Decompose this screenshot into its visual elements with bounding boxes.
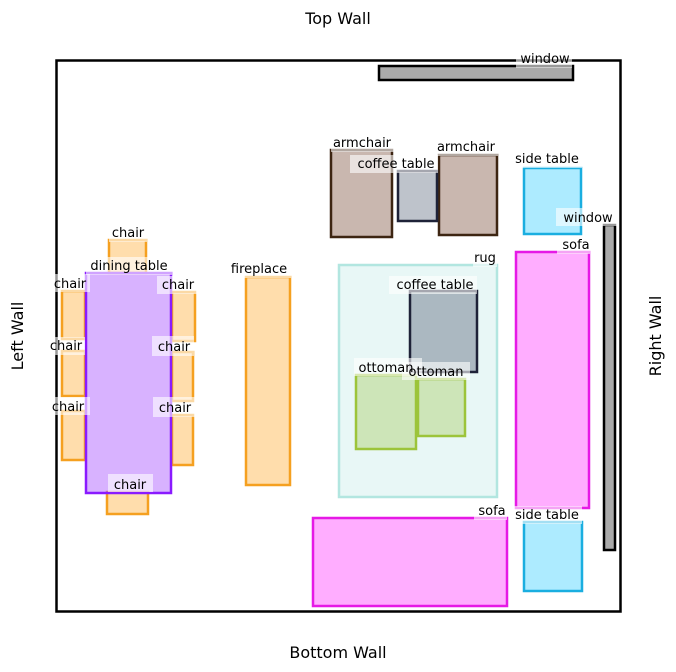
ottoman-left xyxy=(354,373,418,451)
ottoman-right xyxy=(416,377,467,438)
label-bg xyxy=(331,134,394,152)
top-wall-label: Top Wall xyxy=(304,9,371,28)
chair-right-2-label: chair xyxy=(158,340,191,355)
label-bg xyxy=(157,276,199,294)
armchair-left-label: armchair xyxy=(333,136,392,151)
chair-right-1 xyxy=(170,290,197,343)
label-bg xyxy=(52,274,90,292)
chair-right-3 xyxy=(170,413,195,467)
window-top xyxy=(377,64,575,82)
bottom-wall-label: Bottom Wall xyxy=(289,643,386,662)
label-bg xyxy=(402,362,470,380)
label-bg xyxy=(473,249,497,267)
ottoman-right-label: ottoman xyxy=(409,365,464,380)
chair-left-1-label: chair xyxy=(54,277,87,292)
armchair-right xyxy=(437,153,499,237)
label-bg xyxy=(350,155,438,173)
fireplace-label: fireplace xyxy=(231,262,287,277)
label-bg xyxy=(108,474,153,492)
sofa-right-label: sofa xyxy=(562,238,589,253)
coffee-table-rug-label: coffee table xyxy=(396,278,473,293)
label-bg xyxy=(153,397,195,417)
label-bg xyxy=(474,502,507,520)
side-table-bottom xyxy=(522,520,584,593)
side-table-bottom-label: side table xyxy=(515,508,579,523)
chair-left-3 xyxy=(60,409,87,462)
rug-label: rug xyxy=(474,251,496,266)
armchair-right-label: armchair xyxy=(437,140,496,155)
label-bg xyxy=(512,506,582,524)
label-bg xyxy=(556,208,617,226)
chair-left-2 xyxy=(60,349,87,398)
sofa-right xyxy=(514,250,591,510)
chair-bottom-label: chair xyxy=(114,478,147,493)
side-table-top-label: side table xyxy=(515,152,579,167)
chair-top-label: chair xyxy=(112,226,145,241)
label-bg xyxy=(512,150,582,168)
left-wall-label: Left Wall xyxy=(8,302,27,371)
window-right-label: window xyxy=(563,211,613,226)
chair-right-3-label: chair xyxy=(159,401,192,416)
label-bg xyxy=(557,236,590,254)
label-bg xyxy=(109,224,147,242)
label-bg xyxy=(228,260,291,278)
coffee-table-top xyxy=(396,169,439,223)
label-bg xyxy=(389,276,477,294)
fireplace xyxy=(244,275,292,487)
coffee-table-top-label: coffee table xyxy=(357,157,434,172)
chair-right-2 xyxy=(170,350,195,403)
dining-table-label: dining table xyxy=(90,259,167,274)
label-bg xyxy=(152,336,194,356)
chair-bottom xyxy=(105,490,150,516)
room-outline xyxy=(55,59,622,613)
window-top-label: window xyxy=(520,52,570,67)
ottoman-left-label: ottoman xyxy=(359,361,414,376)
dining-table xyxy=(84,271,173,495)
label-bg xyxy=(86,257,172,275)
window-right xyxy=(602,223,617,552)
sofa-bottom xyxy=(311,516,509,608)
right-wall-label: Right Wall xyxy=(646,296,665,377)
chair-right-1-label: chair xyxy=(162,278,195,293)
chair-left-1 xyxy=(60,289,87,341)
chair-left-2-label: chair xyxy=(50,339,83,354)
label-bg xyxy=(49,397,90,415)
sofa-bottom-label: sofa xyxy=(478,504,505,519)
label-bg xyxy=(435,138,498,156)
label-bg xyxy=(47,337,85,355)
chair-left-3-label: chair xyxy=(52,400,85,415)
label-bg xyxy=(516,50,572,68)
